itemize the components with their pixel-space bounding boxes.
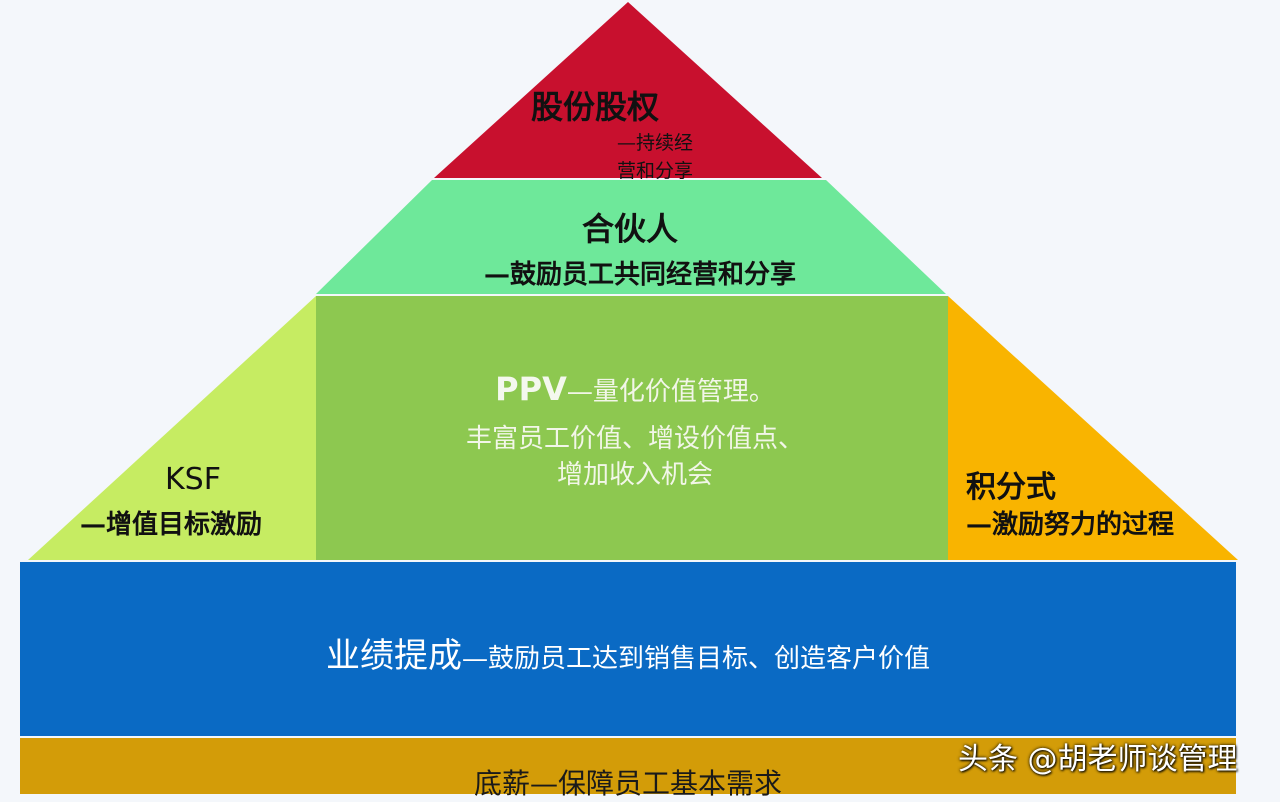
ppv-tag: PPV: [495, 370, 567, 408]
performance-title: 业绩提成: [325, 636, 462, 676]
points-subtitle: —激励努力的过程: [966, 510, 1175, 540]
equity-subtitle-line2: 营和分享: [616, 160, 693, 182]
ppv-line2: 丰富员工价值、增设价值点、: [465, 424, 804, 454]
points-title: 积分式: [966, 470, 1056, 505]
performance-band: [20, 562, 1236, 736]
ppv-line1: PPV—量化价值管理。: [320, 370, 950, 408]
ksf-subtitle: —增值目标激励: [80, 510, 263, 540]
equity-subtitle-line1: —持续经: [616, 132, 693, 154]
ksf-segment: [28, 296, 316, 560]
equity-title: 股份股权: [530, 88, 659, 126]
ppv-segment: [316, 296, 948, 560]
performance-subtitle: —鼓励员工达到销售目标、创造客户价值: [461, 644, 930, 674]
partner-subtitle: —鼓励员工共同经营和分享: [483, 260, 796, 290]
partner-segment: [316, 180, 946, 294]
equity-segment: [434, 2, 822, 178]
ppv-line1-rest: —量化价值管理。: [566, 377, 775, 407]
performance-label: 业绩提成—鼓励员工达到销售目标、创造客户价值: [20, 628, 1236, 677]
partner-title: 合伙人: [581, 210, 678, 248]
base-salary-band: [20, 738, 1236, 794]
watermark: 头条 @胡老师谈管理: [958, 742, 1238, 777]
ksf-title: KSF: [165, 462, 221, 497]
points-segment: [948, 296, 1238, 560]
ppv-line3: 增加收入机会: [556, 460, 713, 490]
